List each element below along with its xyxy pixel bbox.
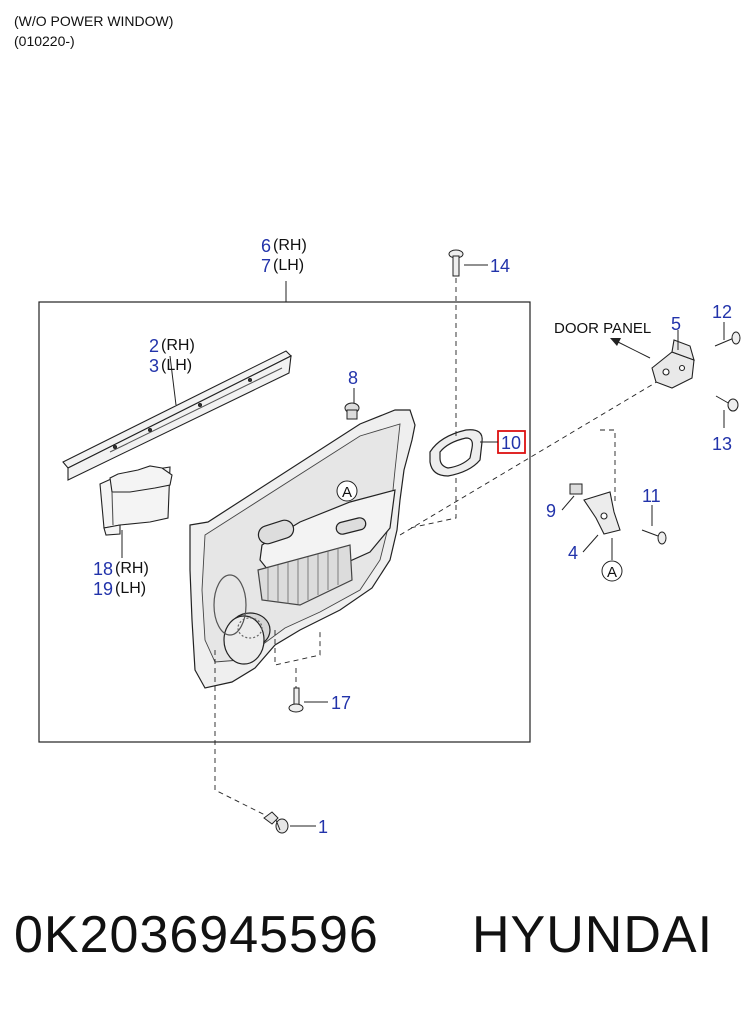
part-label-19: 19 [93,579,113,599]
screw-part-14 [448,249,464,277]
door-trim-panel [189,409,416,689]
part-label-10: 10 [501,433,521,453]
door-panel-arrow [610,338,651,359]
part-label-2-side: (RH) [161,337,195,354]
ref-a-label-panel: A [342,484,352,501]
screw-part-12 [714,331,741,347]
diagram-title-line1: (W/O POWER WINDOW) [14,13,174,29]
bracket-part-4 [583,491,621,535]
part-label-18: 18 [93,559,113,579]
screw-part-17 [288,687,304,713]
ref-a-circle-panel [336,480,358,502]
part-label-5: 5 [671,314,681,334]
bracket-part-5 [651,339,695,389]
part-label-3: 3 [149,356,159,376]
part-label-4: 4 [568,543,578,563]
clip-part-8 [344,402,360,420]
door-panel-label: DOOR PANEL [554,320,651,337]
part-label-7: 7 [261,256,271,276]
brand-text: HYUNDAI [472,906,714,964]
part-label-13: 13 [712,434,732,454]
fastener-part-1 [263,811,289,834]
part-label-19-side: (LH) [115,580,146,597]
pocket-bracket [99,465,173,536]
assembly-frame [38,301,531,743]
assembly-guide-lines [214,278,661,816]
diagram-title-line2: (010220-) [14,33,75,49]
part-label-9: 9 [546,501,556,521]
part-label-18-side: (RH) [115,560,149,577]
part-label-3-side: (LH) [161,357,192,374]
part-label-8: 8 [348,368,358,388]
inner-handle-holder [429,429,483,477]
clip-part-9 [569,483,583,495]
ref-a-circle-bracket [601,560,623,582]
part-label-2: 2 [149,336,159,356]
part-label-1: 1 [318,817,328,837]
part-number-text: 0K2036945596 [14,906,379,964]
part-label-12: 12 [712,302,732,322]
part-label-11: 11 [642,486,661,506]
screw-part-13 [715,395,739,412]
part-label-17: 17 [331,693,351,713]
part-label-6-side: (RH) [273,237,307,254]
part-label-7-side: (LH) [273,257,304,274]
part-label-14: 14 [490,256,510,276]
bolt-part-11 [641,529,667,545]
parts-diagram: A A DOOR PANEL 6 (RH) 7 (LH) 2 (RH) 3 (L… [38,236,741,837]
weatherstrip [62,350,292,481]
part-label-6: 6 [261,236,271,256]
ref-a-label-bracket: A [607,564,617,581]
